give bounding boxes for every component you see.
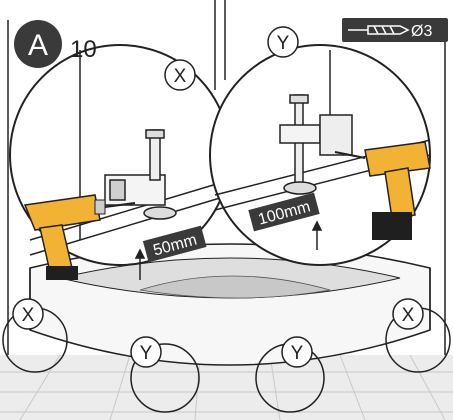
svg-text:Y: Y xyxy=(140,343,153,364)
detail-circle-left: 50mm xyxy=(9,44,231,280)
svg-text:X: X xyxy=(22,305,35,326)
callout-x-floor-left: X xyxy=(12,298,44,330)
step-letter: A xyxy=(28,29,48,62)
callout-x-detail: X xyxy=(164,59,196,91)
step-indicator: A 10 xyxy=(14,20,97,68)
drill-icon xyxy=(334,141,431,240)
drill-bit-diameter: Ø3 xyxy=(411,23,432,40)
clamp-bracket-icon xyxy=(104,129,177,220)
arrow-up-icon xyxy=(311,220,323,250)
tiled-floor xyxy=(0,354,453,420)
detail-circle-right: 100mm xyxy=(209,44,431,266)
callout-x-floor-right: X xyxy=(392,298,424,330)
corner-bathtub xyxy=(29,243,431,366)
step-number: 10 xyxy=(70,36,97,63)
clamp-bracket-icon xyxy=(279,94,353,195)
svg-text:Y: Y xyxy=(277,33,290,54)
drill-icon xyxy=(23,194,136,280)
svg-text:Y: Y xyxy=(291,343,304,364)
arrow-up-icon xyxy=(134,248,146,280)
callout-y-floor-left: Y xyxy=(130,336,162,368)
drill-bit-badge: Ø3 xyxy=(342,18,448,42)
svg-text:X: X xyxy=(402,305,415,326)
callout-y-floor-right: Y xyxy=(281,336,313,368)
drill-bit-icon xyxy=(348,25,410,35)
bathroom-walls xyxy=(7,0,446,355)
callout-y-detail: Y xyxy=(267,26,299,58)
svg-text:X: X xyxy=(174,66,187,87)
